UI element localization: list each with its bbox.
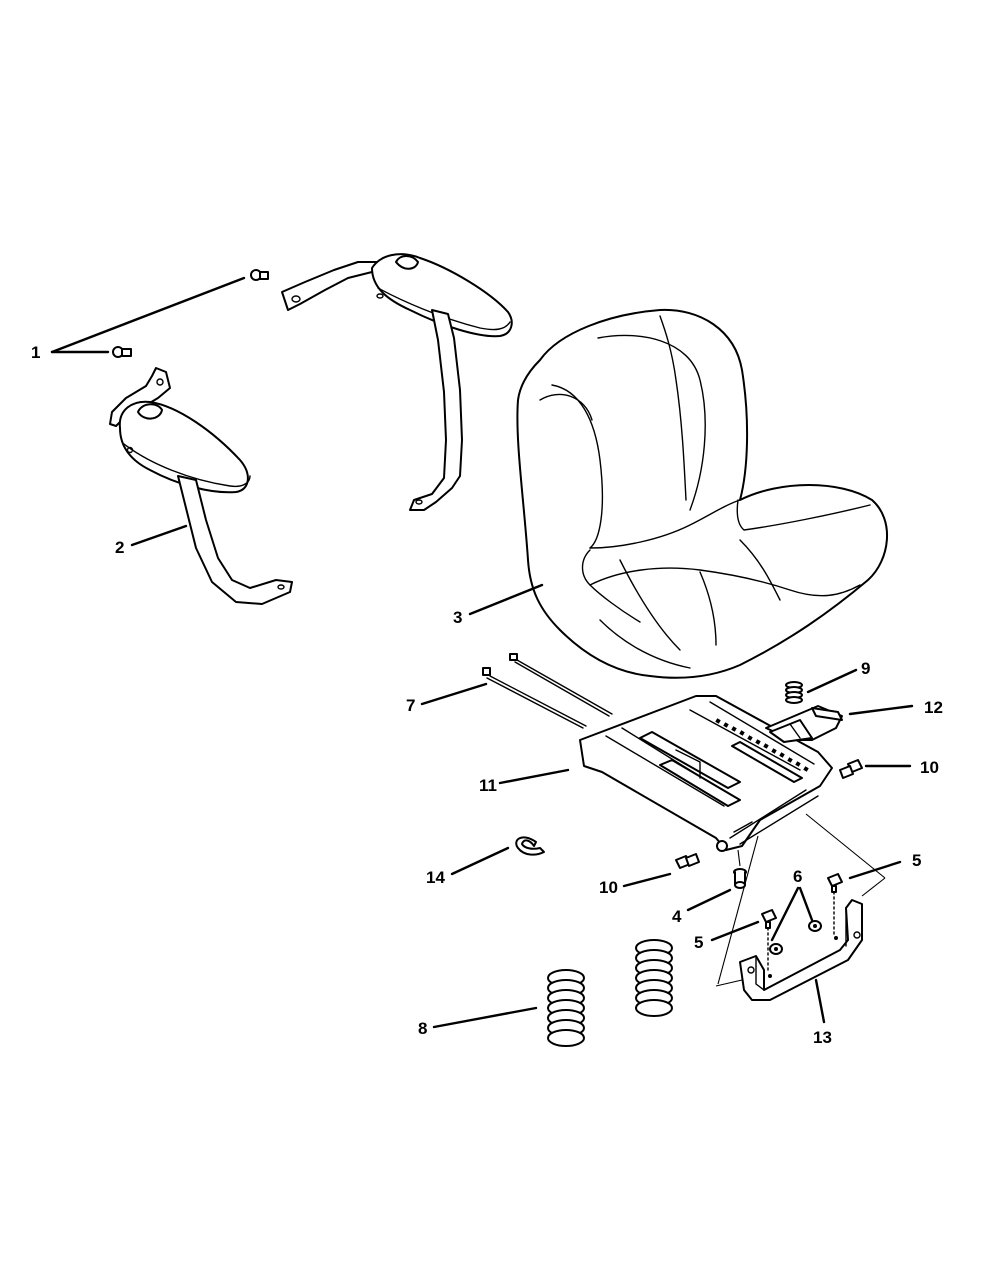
callout-13: 13 [813,1028,832,1047]
callout-4: 4 [672,907,682,926]
seat [516,308,889,679]
spring-left [547,969,585,1047]
adjustment-slots [715,718,809,772]
callout-1: 1 [31,343,40,362]
callout-3: 3 [453,608,462,627]
bolt-5-lower [761,909,777,973]
callout-14: 14 [426,868,445,887]
cable-ties [482,653,613,729]
seat-latch [765,705,843,743]
callout-10-left: 10 [599,878,618,897]
callout-8: 8 [418,1019,427,1038]
pin-4 [733,868,747,889]
bolt-10-left [675,853,700,869]
bolt-5-upper [827,873,843,937]
nut-6-right [808,920,822,932]
screw-1-upper [250,269,269,281]
callout-5-upper: 5 [912,851,921,870]
callout-9: 9 [861,659,870,678]
seat-plate [579,695,833,852]
leader-lines [50,276,914,1029]
callout-11: 11 [479,776,497,795]
left-armrest [109,367,293,605]
mount-bracket [739,899,863,1001]
clip-14 [515,836,545,856]
callout-6: 6 [793,867,802,886]
small-spring [785,681,803,704]
bolt-10-right [839,759,863,779]
assembly-lines [715,813,886,987]
screw-1-lower [112,346,132,358]
callout-10-right: 10 [920,758,939,777]
callout-12: 12 [924,698,943,717]
callout-2: 2 [115,538,124,557]
callout-7: 7 [406,696,415,715]
right-armrest [281,253,513,511]
callout-5-lower: 5 [694,933,703,952]
nut-6-left [769,943,783,955]
spring-right [635,939,673,1017]
callout-labels: 1 2 3 4 5 5 6 7 8 9 10 10 11 12 13 14 [31,343,943,1047]
